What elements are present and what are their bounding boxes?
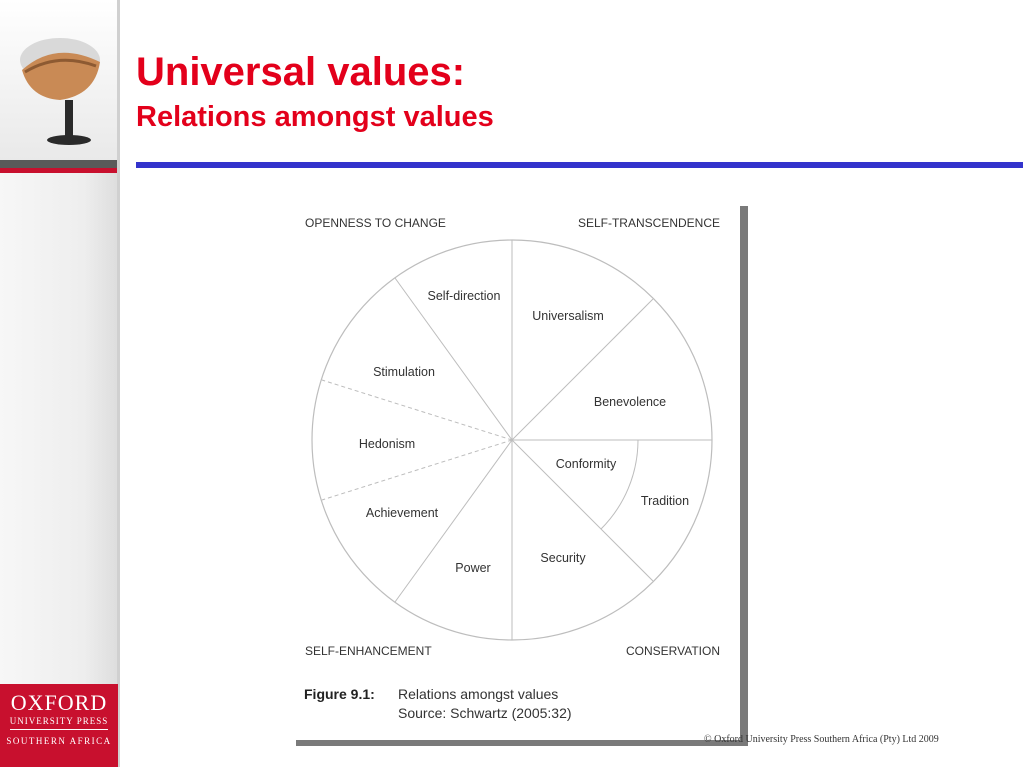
sidebar-band-dark: [0, 160, 118, 168]
divider-upper-left: [394, 277, 513, 441]
quadrant-bottom-right: CONSERVATION: [625, 644, 720, 658]
figure-card: Self-direction Universalism Stimulation …: [288, 200, 740, 740]
label-tradition: Tradition: [641, 494, 689, 508]
label-conformity: Conformity: [556, 457, 617, 471]
label-self-direction: Self-direction: [428, 289, 501, 303]
oxford-logo: OXFORD UNIVERSITY PRESS SOUTHERN AFRICA: [0, 684, 118, 767]
quadrant-top-right: SELF-TRANSCENDENCE: [577, 216, 720, 230]
label-stimulation: Stimulation: [373, 365, 435, 379]
label-achievement: Achievement: [366, 506, 439, 520]
figure-caption-source: Source: Schwartz (2005:32): [398, 705, 572, 721]
logo-line-1: OXFORD: [10, 690, 108, 715]
label-benevolence: Benevolence: [594, 395, 666, 409]
label-hedonism: Hedonism: [359, 437, 415, 451]
chair-photo: [0, 0, 118, 160]
sidebar-band-red: [0, 168, 118, 173]
values-circle-diagram: Self-direction Universalism Stimulation …: [311, 239, 713, 641]
label-security: Security: [540, 551, 586, 565]
quadrant-bottom-left: SELF-ENHANCEMENT: [305, 644, 432, 658]
sidebar-edge: [117, 0, 120, 767]
logo-rule: [10, 729, 108, 730]
conformity-arc: [600, 439, 639, 530]
divider-dashed-upper: [321, 379, 513, 441]
divider-lower-right: [511, 439, 654, 582]
slide-subtitle: Relations amongst values: [136, 101, 494, 133]
figure-caption-text: Relations amongst values: [398, 686, 559, 702]
label-power: Power: [455, 561, 490, 575]
title-rule: [136, 162, 1023, 168]
slide-title: Universal values:: [136, 50, 466, 94]
figure-caption-label: Figure 9.1:: [304, 686, 375, 702]
logo-line-3: SOUTHERN AFRICA: [6, 736, 112, 746]
label-universalism: Universalism: [532, 309, 604, 323]
copyright-notice: © Oxford University Press Southern Afric…: [704, 734, 939, 745]
divider-dashed-lower: [321, 439, 513, 501]
logo-line-2: UNIVERSITY PRESS: [9, 716, 109, 726]
quadrant-top-left: OPENNESS TO CHANGE: [305, 216, 446, 230]
divider-lower-left: [394, 439, 513, 603]
divider-upper-right: [511, 298, 654, 441]
